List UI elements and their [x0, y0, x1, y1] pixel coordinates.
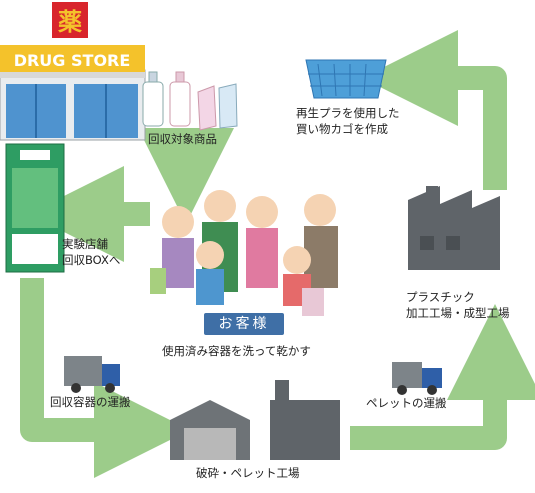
label-transport-containers: 回収容器の運搬 — [50, 395, 131, 409]
collection-box-illustration — [5, 143, 65, 273]
label-basket-line1: 再生プラを使用した — [296, 106, 400, 120]
label-transport-pellets: ペレットの運搬 — [366, 396, 447, 410]
label-store-box-line2: 回収BOXへ — [62, 253, 121, 267]
arrow-box-to-crushing-plant — [20, 278, 190, 478]
label-plastic-factory-line2: 加工工場・成型工場 — [406, 306, 510, 320]
arrow-factory-to-basket — [362, 30, 507, 190]
label-customer-action: 使用済み容器を洗って乾かす — [162, 344, 311, 358]
arrow-crushing-to-plastic-factory — [350, 304, 535, 450]
crushing-plant-illustration — [170, 380, 340, 460]
flow-arrows — [20, 30, 535, 478]
truck-illustration-containers — [64, 356, 120, 393]
truck-illustration-pellets — [392, 362, 442, 395]
label-plastic-factory-line1: プラスチック — [406, 290, 475, 304]
store-name-sign: DRUG STORE — [14, 51, 131, 70]
plastic-factory-illustration — [408, 186, 500, 270]
label-store-box-line1: 実験店舗 — [62, 237, 108, 251]
label-crushing-plant: 破砕・ペレット工場 — [196, 466, 300, 480]
shopping-basket-illustration — [305, 59, 387, 99]
customers-family-illustration — [150, 190, 338, 316]
store-kanji-sign: 薬 — [58, 8, 82, 36]
label-products: 回収対象商品 — [148, 132, 217, 146]
products-illustration — [142, 71, 238, 131]
label-basket-line2: 買い物カゴを作成 — [296, 122, 388, 136]
drug-store-illustration: 薬 DRUG STORE — [0, 2, 146, 141]
customer-badge: お客様 — [204, 313, 284, 335]
